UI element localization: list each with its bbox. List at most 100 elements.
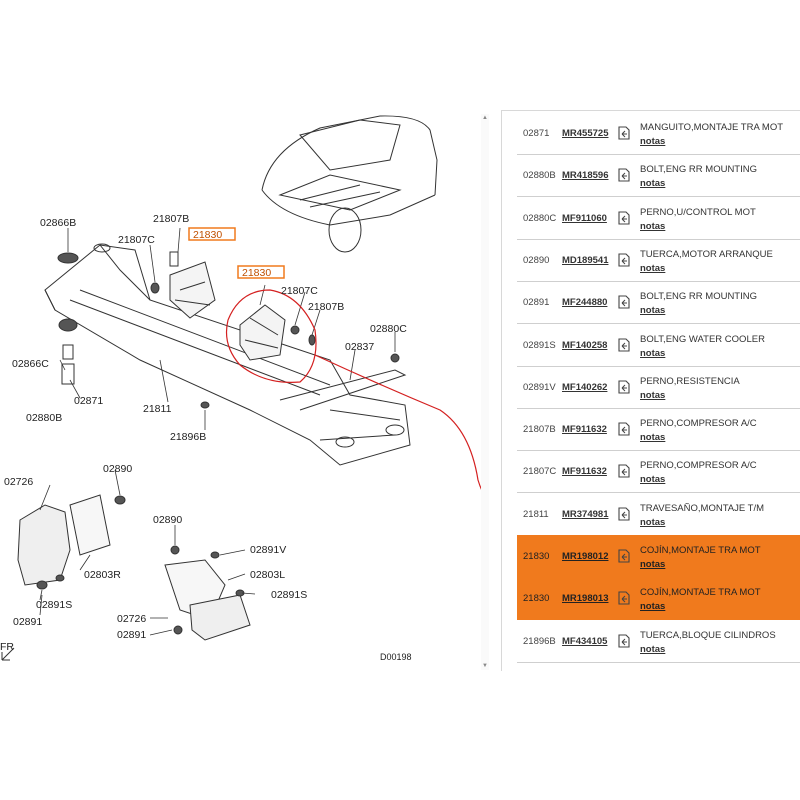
notes-link[interactable]: notas (640, 136, 666, 147)
notes-link[interactable]: notas (640, 305, 666, 317)
part-description: TRAVESAÑO,MONTAJE T/M (640, 502, 765, 514)
part-number-link[interactable]: MR198013 (562, 593, 609, 605)
part-number-link[interactable]: MF911060 (562, 212, 607, 224)
parts-diagram: 02866B 21807B 21807C 21830 21830 21807C … (0, 115, 531, 662)
notes-link[interactable]: notas (640, 389, 666, 401)
add-to-cart-icon[interactable] (617, 548, 631, 564)
mount-21830-left (169, 251, 216, 319)
notes-link[interactable]: notas (640, 347, 666, 359)
part-description: MANGUITO,MONTAJE TRA MOT (640, 122, 784, 133)
part-description: TUERCA,BLOQUE CILINDROS (640, 629, 776, 641)
scroll-down-icon[interactable]: ▼ (482, 663, 488, 669)
part-ref-code: 02890 (523, 254, 550, 266)
part-number-link[interactable]: MF140258 (562, 339, 608, 351)
part-description: BOLT,ENG RR MOUNTING (640, 164, 757, 176)
part-row[interactable]: 02891 MF244880 BOLT,ENG RR MOUNTING notas (517, 281, 800, 325)
notes-link[interactable]: notas (640, 220, 666, 232)
add-to-cart-icon[interactable] (617, 252, 631, 268)
parts-diagram-pane: 02866B 21807B 21807C 21830 21830 21807C … (0, 110, 531, 670)
part-description: BOLT,ENG RR MOUNTING (640, 291, 757, 303)
part-description: PERNO,COMPRESOR A/C (640, 460, 757, 472)
callout-02891S: 02891S (271, 589, 307, 601)
part-number-link[interactable]: MR418596 (562, 170, 609, 182)
part-ref-code: 02891 (523, 297, 550, 309)
diagram-code: D00198 (380, 652, 412, 662)
part-ref-code: 21896B (523, 635, 556, 647)
notes-link[interactable]: notas (640, 643, 666, 655)
part-ref-code: 21811 (523, 508, 549, 520)
callout-labels: 02866B 21807B 21807C 21830 21830 21807C … (0, 213, 412, 662)
add-to-cart-icon[interactable] (617, 633, 631, 649)
callout-02726: 02726 (4, 476, 33, 488)
add-to-cart-icon[interactable] (617, 590, 631, 606)
part-row[interactable]: 21807C MF911632 PERNO,COMPRESOR A/C notas (517, 450, 800, 494)
callout-highlight-box (188, 227, 236, 241)
callout-02803L: 02803L (250, 569, 285, 581)
callout-02726: 02726 (117, 613, 146, 625)
part-ref-code: 02891V (523, 381, 556, 393)
add-to-cart-icon[interactable] (617, 379, 631, 395)
add-to-cart-icon[interactable] (617, 421, 631, 437)
front-label: FR (0, 641, 14, 653)
callout-02880B: 02880B (26, 412, 62, 424)
part-row[interactable]: 21896B MF434105 TUERCA,BLOQUE CILINDROS not… (517, 620, 800, 663)
notes-link[interactable]: notas (640, 262, 666, 274)
callout-21896B: 21896B (170, 431, 206, 443)
part-row[interactable]: 02890 MD189541 TUERCA,MOTOR ARRANQUE notas (517, 239, 800, 282)
callout-02891S: 02891S (36, 599, 72, 611)
part-number-link[interactable]: MR455725 (562, 128, 609, 139)
part-number-link[interactable]: MF911632 (562, 466, 607, 478)
callout-02866C: 02866C (12, 358, 49, 370)
callout-02891: 02891 (13, 616, 42, 628)
part-number-link[interactable]: MF244880 (562, 297, 608, 309)
diagram-scrollbar[interactable]: ▲ ▼ (481, 114, 489, 670)
part-number-link[interactable]: MR374981 (562, 508, 609, 520)
add-to-cart-icon[interactable] (617, 506, 631, 522)
callout-02890: 02890 (153, 514, 182, 526)
part-ref-code: 21807C (523, 466, 557, 478)
mount-21830-right (239, 304, 286, 361)
part-number-link[interactable]: MF911632 (562, 424, 607, 436)
part-row[interactable]: 21811 MR374981 TRAVESAÑO,MONTAJE T/M notas (517, 493, 800, 536)
notes-link[interactable]: notas (640, 516, 666, 528)
part-description: COJÍN,MONTAJE TRA MOT (640, 587, 761, 599)
part-number-link[interactable]: MF434105 (562, 635, 608, 647)
part-number-link[interactable]: MR198012 (562, 551, 609, 562)
part-number-link[interactable]: MF140262 (562, 381, 608, 393)
part-description: TUERCA,MOTOR ARRANQUE (640, 248, 773, 260)
callout-02891: 02891 (117, 629, 146, 641)
part-ref-code: 21807B (523, 424, 556, 436)
callout-highlight-box (237, 265, 285, 279)
callout-02880C: 02880C (370, 323, 407, 335)
part-ref-code: 02880C (523, 212, 557, 224)
notes-link[interactable]: notas (640, 178, 666, 190)
part-row[interactable]: 02880C MF911060 PERNO,U/CONTROL MOT notas (517, 197, 800, 240)
part-number-link[interactable]: MD189541 (562, 254, 609, 266)
add-to-cart-icon[interactable] (617, 125, 631, 141)
notes-link[interactable]: notas (640, 474, 666, 486)
add-to-cart-icon[interactable] (617, 463, 631, 479)
vehicle-sketch (261, 115, 438, 253)
callout-21807C: 21807C (281, 285, 318, 297)
callout-02871: 02871 (74, 395, 103, 407)
notes-link[interactable]: notas (640, 559, 666, 570)
callout-02866B: 02866B (40, 217, 76, 229)
crossmember-21811 (44, 243, 411, 466)
notes-link[interactable]: notas (640, 432, 666, 444)
part-description: PERNO,U/CONTROL MOT (640, 206, 756, 218)
add-to-cart-icon[interactable] (617, 167, 631, 183)
add-to-cart-icon[interactable] (617, 337, 631, 353)
scroll-up-icon[interactable]: ▲ (482, 115, 488, 121)
callout-02890: 02890 (103, 463, 132, 475)
add-to-cart-icon[interactable] (617, 210, 631, 226)
add-to-cart-icon[interactable] (617, 294, 631, 310)
notes-link[interactable]: notas (640, 601, 666, 613)
